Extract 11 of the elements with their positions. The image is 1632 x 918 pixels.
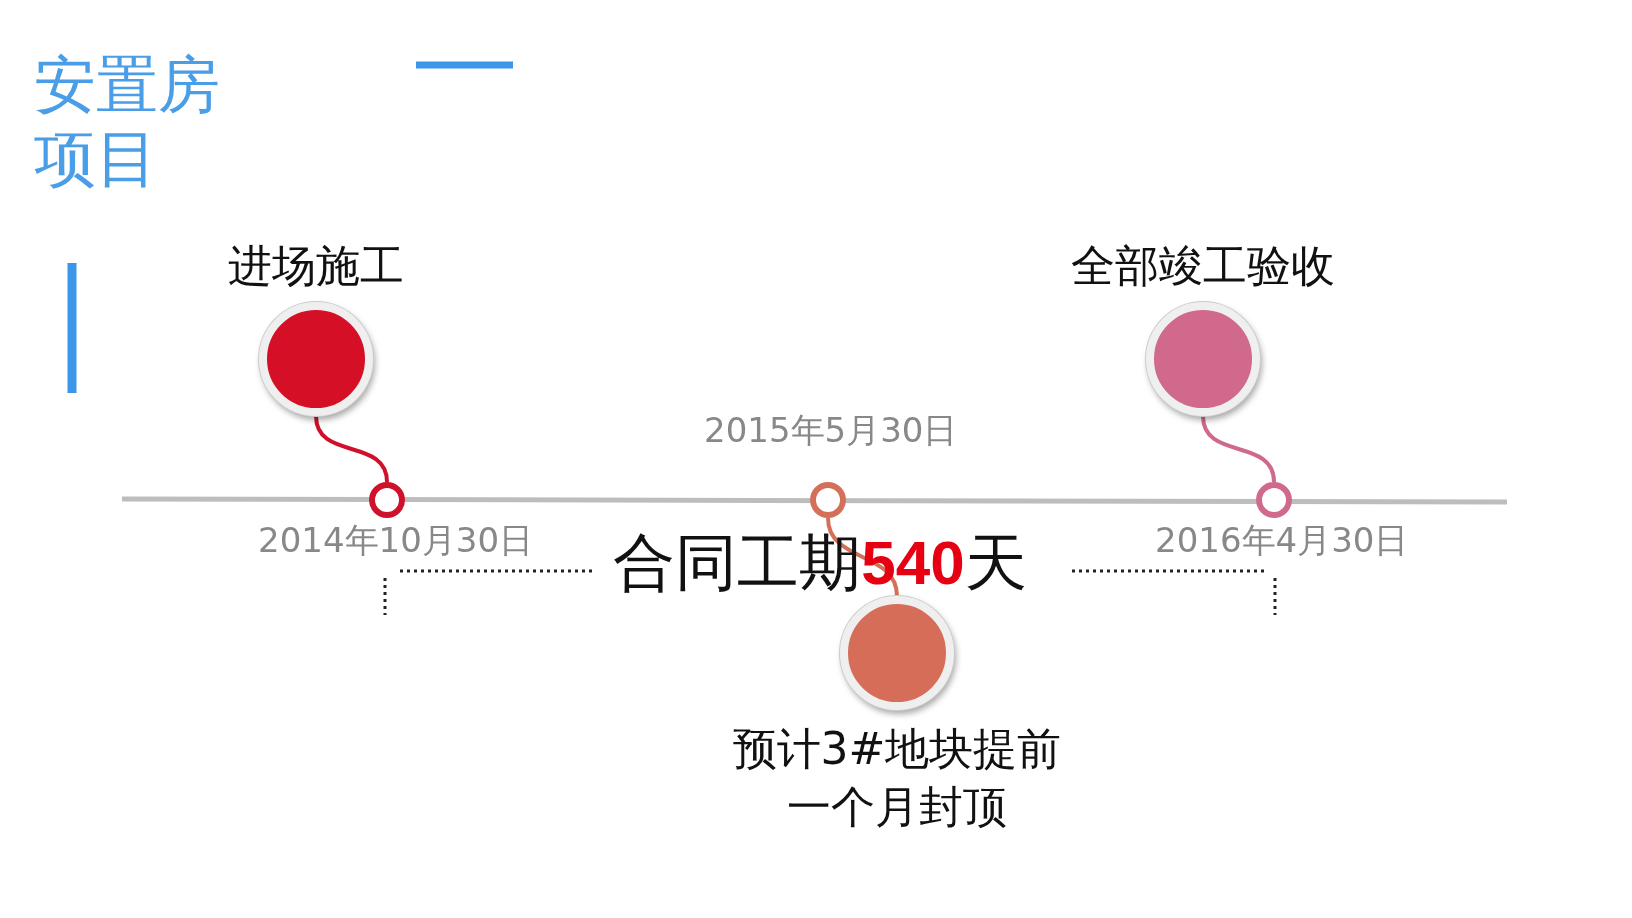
milestone-label: 全部竣工验收 xyxy=(1071,239,1335,293)
date-label: 2014年10月30日 xyxy=(258,519,534,562)
milestone-label: 进场施工 xyxy=(228,239,404,293)
milestone-label: 预计3#地块提前一个月封顶 xyxy=(732,722,1062,834)
connector-curve xyxy=(826,517,899,597)
date-label: 2015年5月30日 xyxy=(704,409,958,452)
connector-curve xyxy=(314,415,389,483)
date-label: 2016年4月30日 xyxy=(1155,519,1409,562)
duration-label: 合同工期540天 xyxy=(612,532,1028,594)
title: 安置房项目 xyxy=(34,48,221,196)
connector-curve xyxy=(1201,415,1276,483)
